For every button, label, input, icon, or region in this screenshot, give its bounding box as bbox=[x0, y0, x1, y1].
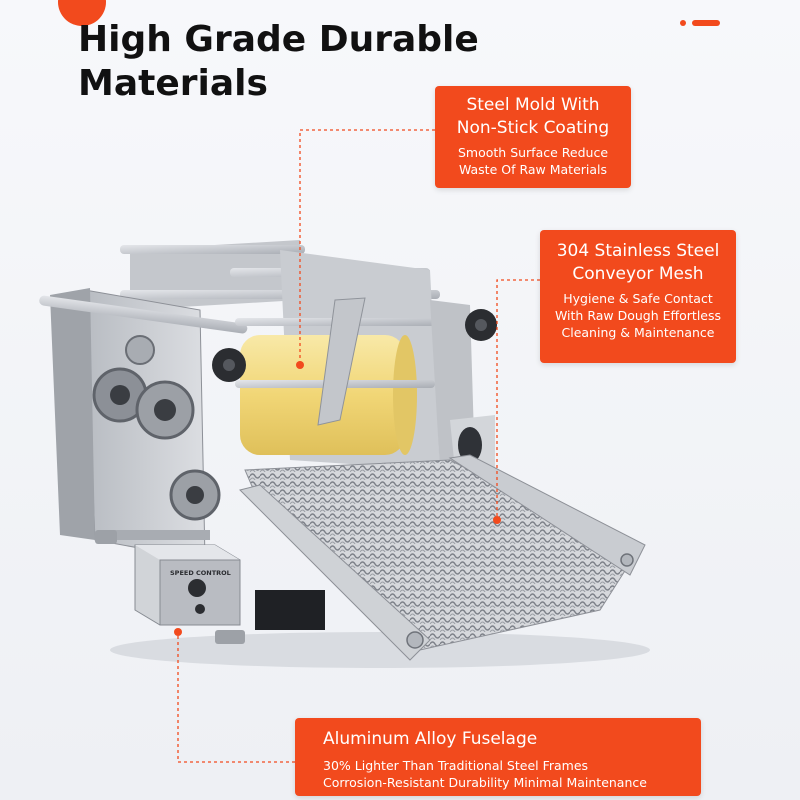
decorative-dash bbox=[692, 20, 720, 26]
speed-control-label: SPEED CONTROL bbox=[170, 569, 231, 577]
floor-shadow bbox=[110, 632, 650, 668]
headline-line-1: High Grade Durable bbox=[78, 19, 479, 60]
adjustment-knobs bbox=[212, 309, 497, 382]
callout-mold-title: Steel Mold With Non-Stick Coating bbox=[456, 95, 610, 138]
decorative-dot bbox=[680, 20, 686, 26]
left-gear-panel bbox=[39, 288, 248, 561]
callout-alloy-title: Aluminum Alloy Fuselage bbox=[323, 729, 538, 749]
callout-alloy-description: 30% Lighter Than Traditional Steel Frame… bbox=[323, 758, 647, 790]
callout-mold-description: Smooth Surface Reduce Waste Of Raw Mater… bbox=[457, 145, 609, 177]
speed-control-box: SPEED CONTROL bbox=[134, 544, 241, 626]
callout-steel-mold: Steel Mold With Non-Stick Coating Smooth… bbox=[435, 86, 631, 188]
callout-mesh-title: 304 Stainless Steel Conveyor Mesh bbox=[556, 241, 720, 284]
callout-aluminum-fuselage: Aluminum Alloy Fuselage 30% Lighter Than… bbox=[295, 718, 701, 796]
callout-conveyor-mesh: 304 Stainless Steel Conveyor Mesh Hygien… bbox=[540, 230, 736, 363]
headline-line-2: Materials bbox=[78, 63, 268, 104]
page-headline: High Grade Durable Materials bbox=[78, 18, 498, 106]
callout-mesh-description: Hygiene & Safe Contact With Raw Dough Ef… bbox=[554, 291, 722, 340]
